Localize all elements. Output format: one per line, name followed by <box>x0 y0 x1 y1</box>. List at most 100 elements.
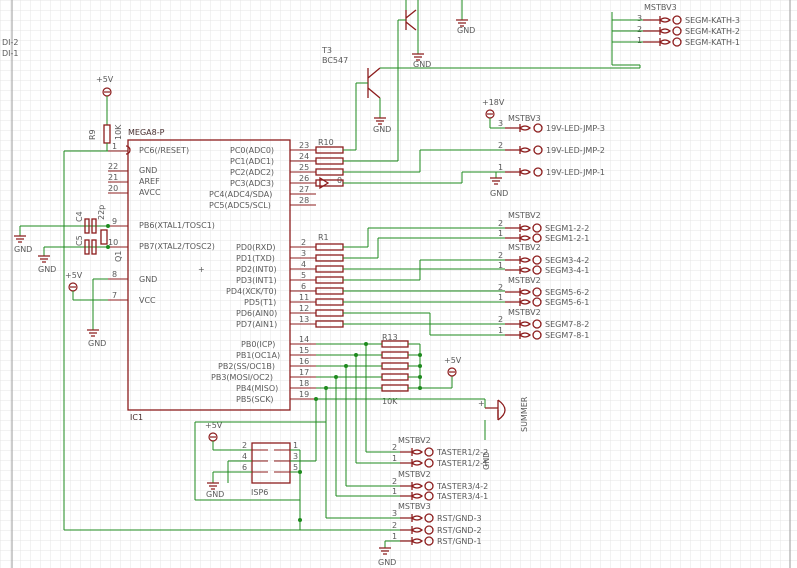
t3-ref: T3 <box>321 46 332 55</box>
ic-ref: IC1 <box>130 413 143 422</box>
terminal-circle <box>424 481 434 491</box>
connector-pin-num: 2 <box>498 315 503 324</box>
buzzer-plus: + <box>478 399 485 408</box>
pin-num: 26 <box>299 174 309 183</box>
connector-title: MSTBV3 <box>508 114 541 123</box>
connector-pin-label: SEGM1-2-2 <box>545 224 589 233</box>
isp-pin-num: 3 <box>293 452 298 461</box>
small-gnd-label: GND <box>482 452 491 470</box>
c5-ref: C5 <box>75 235 84 246</box>
isp-header: +5V 2 4 6 1 3 5 ISP6 GND <box>194 388 327 530</box>
r10-ref: R10 <box>318 138 334 147</box>
net-label-dl1: DI-1 <box>2 49 19 58</box>
terminal-circle <box>532 255 542 265</box>
pin-name: PC5(ADC5/SCL) <box>209 201 271 210</box>
pin-name: PD1(TXD) <box>236 254 275 263</box>
connector-segm7-8: MSTBV2 2 SEGM7-8-2 1 SEGM7-8-1 <box>498 308 589 340</box>
pin-name: AVCC <box>139 188 161 197</box>
ground-label: GND <box>490 189 508 198</box>
pin-num: 2 <box>301 238 306 247</box>
supply-5v-label: +5V <box>96 75 114 84</box>
connector-taster1-2: MSTBV2 2 TASTER1/2-2 1 TASTER1/2-1 <box>392 436 488 468</box>
pin-name: PC0(ADC0) <box>230 146 274 155</box>
ground-symbol <box>14 235 26 243</box>
ground-symbol <box>207 482 219 490</box>
ground-symbol <box>412 53 424 61</box>
connector-pin-label: RST/GND-1 <box>437 537 482 546</box>
pin-name: PD5(T1) <box>244 298 276 307</box>
connector-line: 3 19V-LED-JMP-3 <box>498 119 605 133</box>
ground-symbol <box>456 19 468 27</box>
pin-name: PB2(SS/OC1B) <box>218 362 275 371</box>
pin-num: 14 <box>299 335 309 344</box>
pin-num: 27 <box>299 185 309 194</box>
terminal-circle <box>424 491 434 501</box>
connector-pin-num: 2 <box>498 251 503 260</box>
connector-segm1-2: MSTBV2 2 SEGM1-2-2 1 SEGM1-2-1 <box>498 211 589 243</box>
pin-num: 13 <box>299 315 309 324</box>
r1-ref: R1 <box>318 233 329 242</box>
transistor-area: GND GND T3 BC547 GND R10 0 <box>315 0 640 190</box>
pin-name: GND <box>139 166 157 175</box>
t3-type: BC547 <box>322 56 348 65</box>
connector-pin-num: 2 <box>392 521 397 530</box>
connector-pin-label: SEGM7-8-1 <box>545 331 589 340</box>
pin-name: PC4(ADC4/SDA) <box>209 190 272 199</box>
connector-title: MSTBV3 <box>398 502 431 511</box>
pin-num: 12 <box>299 304 309 313</box>
connector-line: 3 SEGM-KATH-3 <box>637 14 740 25</box>
connector-pin-label: 19V-LED-JMP-1 <box>546 168 605 177</box>
ic-name: MEGA8-P <box>128 128 165 137</box>
connector-pin-label: TASTER1/2-2 <box>436 448 488 457</box>
pin-num: 24 <box>299 152 309 161</box>
ic-origin-mark: + <box>198 265 205 274</box>
ground-label: GND <box>88 339 106 348</box>
connector-title: MSTBV3 <box>644 3 677 12</box>
supply-18v-label: +18V <box>482 98 505 107</box>
supply-5v-label: +5V <box>65 271 83 280</box>
connector-pin-label: RST/GND-3 <box>437 514 482 523</box>
crystal-q1 <box>100 229 108 245</box>
isp-pin-num: 6 <box>242 463 247 472</box>
connector-pin-label: 19V-LED-JMP-3 <box>546 124 605 133</box>
terminal-circle <box>672 37 682 47</box>
crystal-caps: C4 C5 22p Q1 GND GND <box>14 205 123 274</box>
terminal-circle <box>532 287 542 297</box>
q1-ref: Q1 <box>114 251 123 262</box>
terminal-circle <box>533 145 543 155</box>
connector-pin-label: SEGM5-6-2 <box>545 288 589 297</box>
ground-symbol <box>379 547 391 555</box>
pin-num: 23 <box>299 141 309 150</box>
pin-num: 3 <box>301 249 306 258</box>
r9-value: 10K <box>114 124 123 140</box>
ground-symbol <box>87 329 99 337</box>
pin-name: AREF <box>139 177 160 186</box>
ground-label: GND <box>14 245 32 254</box>
pin-name: PB6(XTAL1/TOSC1) <box>139 221 215 230</box>
terminal-circle <box>532 223 542 233</box>
terminal-circle <box>532 319 542 329</box>
connector-line: 2 19V-LED-JMP-2 <box>498 141 605 155</box>
pin-name: PC2(ADC2) <box>230 168 274 177</box>
isp-pin-num: 5 <box>293 463 298 472</box>
ground-label: GND <box>413 60 431 69</box>
connector-segm5-6: MSTBV2 2 SEGM5-6-2 1 SEGM5-6-1 <box>498 276 589 307</box>
pin-num: 28 <box>299 196 309 205</box>
pin-num: 20 <box>108 184 118 193</box>
pin-num: 15 <box>299 346 309 355</box>
connector-line: 1 SEGM-KATH-1 <box>637 36 740 47</box>
connector-pin-num: 2 <box>392 443 397 452</box>
terminal-circle <box>533 167 543 177</box>
connector-pin-label: TASTER3/4-2 <box>436 482 488 491</box>
connector-taster3-4: MSTBV2 2 TASTER3/4-2 1 TASTER3/4-1 <box>392 470 488 501</box>
r13-ref: R13 <box>382 333 398 342</box>
connector-pin-num: 2 <box>637 25 642 34</box>
connector-title: MSTBV2 <box>508 276 541 285</box>
ic-mega8: MEGA8-P IC1 + <box>125 128 291 422</box>
ic-notch <box>125 145 131 155</box>
connector-pin-label: SEGM-KATH-1 <box>685 38 740 47</box>
terminal-circle <box>532 330 542 340</box>
connector-pin-label: SEGM3-4-1 <box>545 266 589 275</box>
connector-title: MSTBV2 <box>398 436 431 445</box>
